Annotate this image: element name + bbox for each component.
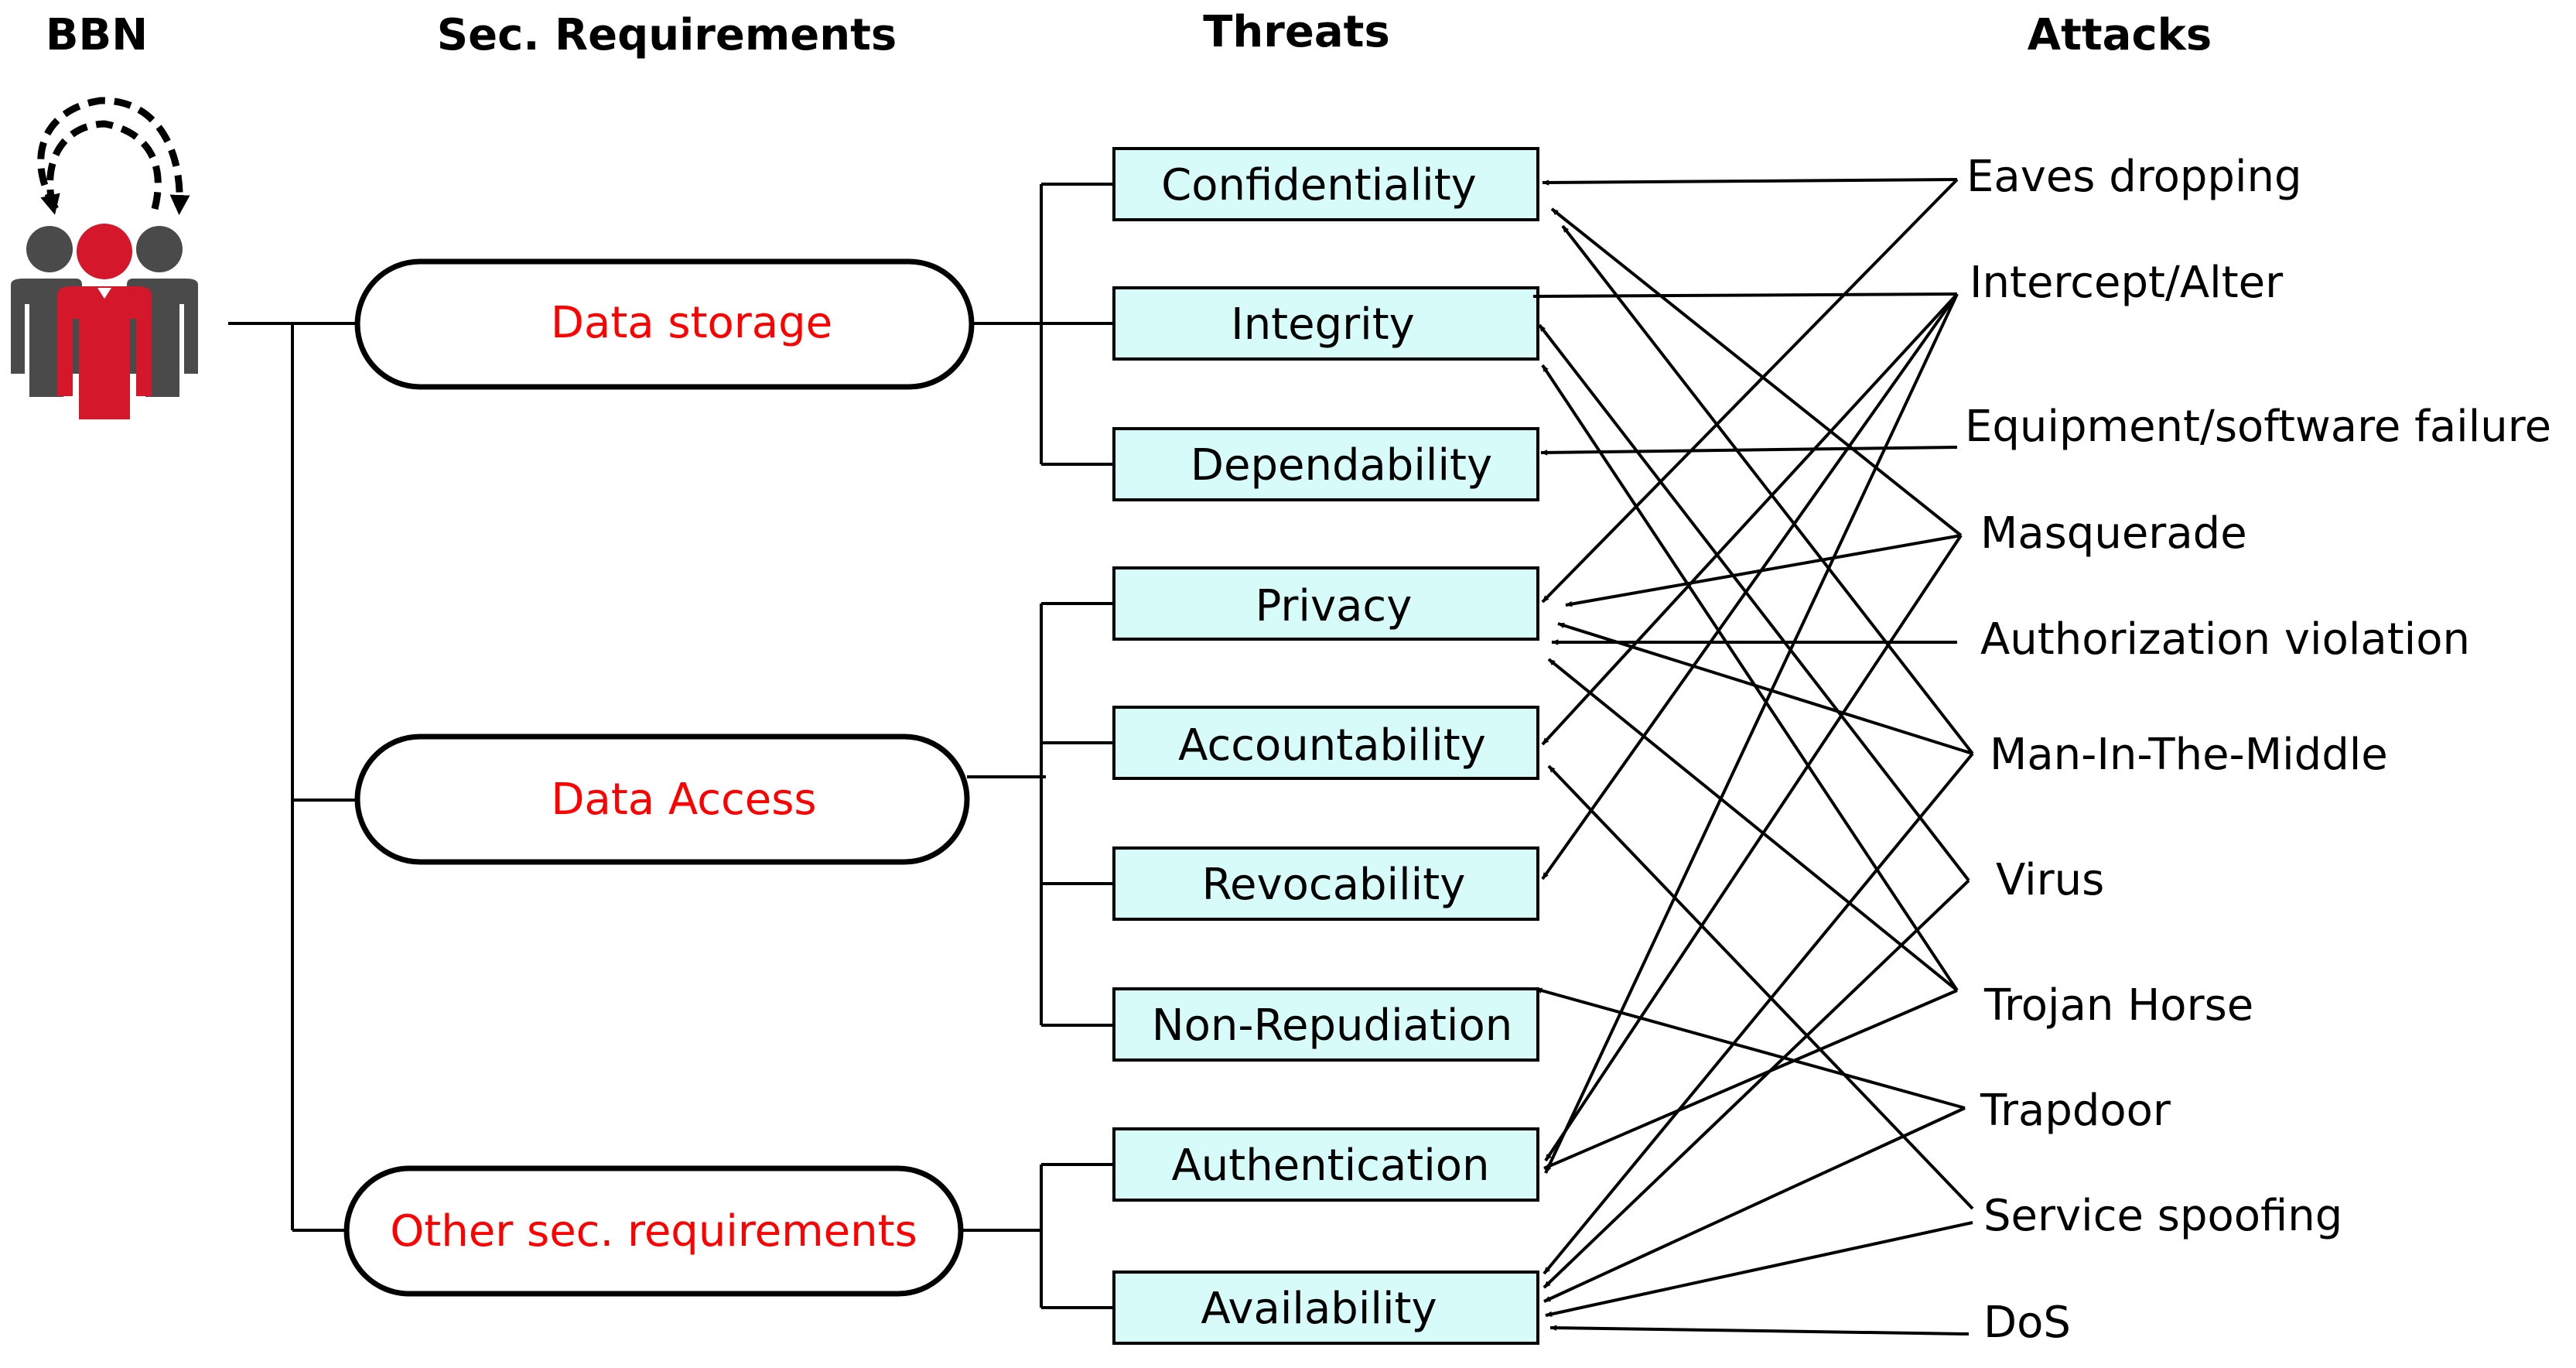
arrow-trojan-authentication (1543, 989, 1958, 1170)
threat-non-repudiation: Non-Repudiation (1112, 987, 1539, 1062)
threat-label: Privacy (1256, 581, 1413, 631)
header-attacks: Attacks (2028, 10, 2212, 60)
attack-trapdoor: Trapdoor (1980, 1086, 2171, 1136)
attack-virus: Virus (1996, 855, 2104, 905)
arrow-trapdoor-availability (1543, 1106, 1966, 1303)
threat-revocability: Revocability (1112, 846, 1539, 921)
attack-man-in-the-middle: Man-In-The-Middle (1990, 730, 2388, 780)
arrow-intercept-revocability (1541, 292, 1959, 881)
arrow-mitm-privacy (1557, 622, 1973, 755)
requirement-label: Data Access (551, 775, 816, 825)
attack-authorization-violation: Authorization violation (1980, 614, 2470, 665)
threat-label: Dependability (1191, 440, 1492, 491)
arrow-trojan-integrity (1541, 364, 1959, 992)
arrow-dos-availability (1549, 1325, 1970, 1336)
attack-trojan-horse: Trojan Horse (1983, 980, 2253, 1031)
arrow-intercept-authentication (1544, 293, 1959, 1174)
attack-service-spoofing: Service spoofing (1983, 1191, 2342, 1241)
bbn-connectors (228, 322, 357, 1232)
attack-eaves-dropping: Eaves dropping (1966, 152, 2302, 202)
threat-dependability: Dependability (1112, 427, 1539, 501)
requirement-data-access: Data Access (354, 734, 970, 865)
threat-label: Integrity (1231, 299, 1415, 350)
requirement-label: Other sec. requirements (390, 1206, 917, 1257)
arrow-virus-availability (1543, 879, 1970, 1289)
header-bbn: BBN (46, 10, 148, 60)
arrow-trapdoor-nonrepudiation (1535, 987, 1966, 1110)
arrow-masquerade-confidentiality (1550, 207, 1963, 537)
attack-intercept-alter: Intercept/Alter (1970, 258, 2284, 308)
threat-label: Non-Repudiation (1152, 1000, 1512, 1051)
threat-label: Authentication (1171, 1141, 1489, 1191)
arrow-intercept-integrity (1532, 292, 1958, 299)
threat-integrity: Integrity (1112, 286, 1539, 361)
arrow-masquerade-privacy (1565, 534, 1962, 607)
threat-label: Revocability (1202, 860, 1466, 910)
arrow-virus-integrity (1538, 323, 1970, 882)
requirement-threat-connectors (961, 183, 1114, 1309)
people-group-icon (11, 97, 198, 419)
requirement-label: Data storage (551, 298, 832, 348)
attack-masquerade: Masquerade (1980, 508, 2247, 559)
arrow-eaves-privacy (1541, 178, 1959, 604)
threat-confidentiality: Confidentiality (1112, 147, 1539, 221)
arrow-equipment-dependability (1540, 446, 1958, 456)
threat-availability: Availability (1112, 1271, 1539, 1345)
requirement-other: Other sec. requirements (343, 1165, 964, 1297)
arrow-intercept-accountability (1541, 292, 1959, 746)
threat-label: Accountability (1178, 720, 1486, 771)
attack-dos: DoS (1983, 1298, 2071, 1348)
threat-privacy: Privacy (1112, 566, 1539, 641)
arrow-trojan-privacy (1547, 658, 1959, 992)
arrow-mitm-availability (1543, 752, 1974, 1275)
threat-label: Confidentiality (1161, 160, 1477, 210)
header-threats: Threats (1203, 7, 1390, 57)
attack-equipment-failure: Equipment/software failure (1965, 402, 2551, 452)
attack-threat-arrows (1532, 178, 1974, 1336)
arrow-masquerade-authentication (1544, 534, 1963, 1162)
arrow-spoofing-availability (1545, 1221, 1973, 1317)
threat-label: Availability (1201, 1284, 1437, 1334)
threat-authentication: Authentication (1112, 1127, 1539, 1202)
header-requirements: Sec. Requirements (437, 10, 897, 60)
threat-accountability: Accountability (1112, 706, 1539, 780)
arrow-spoofing-accountability (1547, 764, 1974, 1210)
circular-arrows-icon (37, 97, 190, 215)
arrow-eaves-confidentiality (1542, 178, 1958, 186)
arrow-mitm-confidentiality (1561, 224, 1974, 755)
requirement-data-storage: Data storage (354, 258, 975, 390)
